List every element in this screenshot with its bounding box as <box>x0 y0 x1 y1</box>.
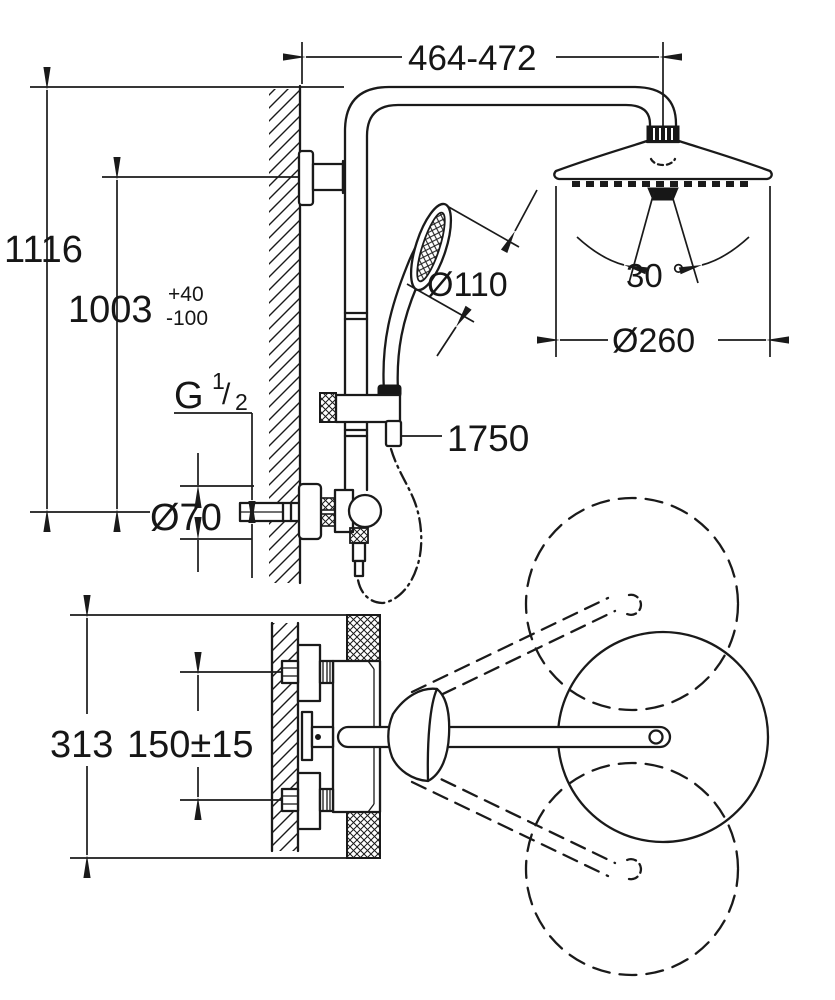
swivel-circle-down <box>524 761 740 977</box>
outlet-nut <box>349 527 369 544</box>
hose-length-label: 1750 <box>447 418 529 459</box>
hose-connector <box>384 419 403 448</box>
swivel-circle-up <box>524 496 740 712</box>
wall-section-bottom <box>270 621 300 853</box>
dimension-width-top: 464-472 <box>283 39 682 126</box>
slide-holder <box>319 392 403 448</box>
inlet-fitting-bottom <box>280 771 335 831</box>
spray-angle-label: 30 ° <box>626 257 685 294</box>
section-height-label: 313 <box>50 724 113 766</box>
dimension-head-diameter: Ø260 <box>537 186 789 360</box>
thread-num-label: 1 <box>212 368 225 394</box>
inlet-fitting-top <box>280 643 335 703</box>
tolerance-minus-label: -100 <box>166 307 208 330</box>
dimension-escutcheon: Ø70 <box>150 453 254 572</box>
head-shower-profile <box>553 139 773 181</box>
tolerance-plus-label: +40 <box>168 283 204 306</box>
head-diameter-label: Ø260 <box>612 322 695 360</box>
width-top-label: 464-472 <box>408 39 536 78</box>
thread-den-label: 2 <box>235 389 248 415</box>
swivel-arm-cap-up <box>625 593 643 616</box>
rail-outer-line <box>343 85 678 492</box>
thread-slash-label: / <box>222 378 231 411</box>
valve-upper <box>297 482 383 578</box>
rail-height-label: 1003 <box>68 289 153 331</box>
holder-knurl <box>319 392 337 423</box>
head-shower-side-silhouette <box>387 687 451 783</box>
wall-hatch-upper <box>269 89 300 583</box>
hose-outlet <box>353 559 365 578</box>
hand-shower-face-mesh <box>416 211 446 283</box>
hand-shower <box>377 202 453 398</box>
escutcheon <box>297 482 323 541</box>
holder-body <box>334 393 402 424</box>
dimension-rail-height: 1003 +40 -100 <box>68 157 208 532</box>
thread-g-label: G <box>174 375 204 417</box>
dimension-total-height: 1116 <box>4 67 83 532</box>
valve-knob <box>347 493 383 529</box>
rosette-section-bottom <box>346 811 381 859</box>
arm-tip-detail <box>648 729 664 745</box>
hand-diameter-label: Ø110 <box>427 266 508 304</box>
dimension-inlet-spacing: 150±15 <box>127 652 296 820</box>
ball-joint-hidden-line <box>649 157 677 167</box>
swivel-arm-cap-down <box>625 858 643 881</box>
supply-connection <box>238 501 302 523</box>
wall-bracket <box>297 149 345 207</box>
inlet-spacing-label: 150±15 <box>127 724 254 766</box>
shower-hose <box>356 447 423 605</box>
dimension-hose-length: 1750 <box>401 418 529 459</box>
dimension-thread: G 1 / 2 <box>174 368 256 578</box>
escutcheon-diameter-label: Ø70 <box>150 497 222 539</box>
wall-hatch-bottom <box>272 623 298 851</box>
dimension-section-height: 313 <box>50 595 113 878</box>
swivel-range <box>410 496 740 977</box>
rosette-section-top <box>346 614 381 662</box>
head-shower <box>553 125 773 284</box>
handle-right-edge <box>396 284 419 393</box>
dimension-spray-angle: 30 ° <box>576 236 750 294</box>
dimension-hand-diameter: Ø110 <box>406 189 538 357</box>
arm-collar <box>646 125 680 143</box>
total-height-label: 1116 <box>4 229 83 271</box>
rail-inner-line <box>365 103 652 492</box>
shower-rail <box>343 85 678 492</box>
